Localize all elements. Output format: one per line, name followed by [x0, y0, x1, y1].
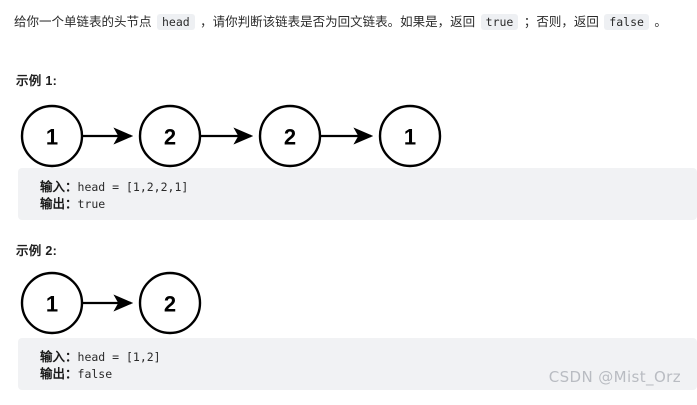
- node-value: 1: [46, 292, 58, 317]
- linked-list-diagram-1: 1 2 2 1: [0, 96, 697, 176]
- input-value: head = [1,2]: [77, 350, 161, 364]
- node-value: 1: [404, 125, 416, 150]
- problem-text-segment-4: ；否则，返回: [520, 15, 603, 29]
- input-label: 输入：: [40, 350, 78, 364]
- linked-list-node: 2: [138, 104, 202, 168]
- linked-list-svg-2: 1 2: [20, 271, 202, 335]
- example-1-io-panel: 输入：head = [1,2,2,1] 输出：true: [18, 168, 697, 220]
- example-2-input-line: 输入：head = [1,2]: [40, 349, 697, 366]
- inline-code-false: false: [604, 14, 649, 30]
- linked-list-node: 2: [258, 104, 322, 168]
- linked-list-node: 1: [20, 271, 84, 335]
- problem-text-segment-2: ，请你判断该链表是否为回文链表。如果是，返回: [196, 15, 479, 29]
- output-label: 输出：: [40, 367, 78, 381]
- linked-list-node: 2: [138, 271, 202, 335]
- output-value: false: [77, 367, 113, 381]
- problem-text-segment-6: 。: [650, 15, 667, 29]
- linked-list-node: 1: [378, 104, 442, 168]
- node-value: 2: [284, 125, 296, 150]
- linked-list-svg-1: 1 2 2 1: [20, 104, 442, 168]
- example-2-output-line: 输出：false: [40, 366, 697, 383]
- input-label: 输入：: [40, 180, 78, 194]
- csdn-watermark: CSDN @Mist_Orz: [548, 368, 681, 386]
- node-value: 2: [164, 125, 176, 150]
- linked-list-diagram-2: 1 2: [0, 263, 697, 343]
- example-1-heading: 示例 1:: [16, 74, 58, 88]
- node-value: 1: [46, 125, 58, 150]
- input-value: head = [1,2,2,1]: [77, 180, 189, 194]
- output-label: 输出：: [40, 197, 78, 211]
- example-1-output-line: 输出：true: [40, 196, 697, 213]
- example-2-io-panel: 输入：head = [1,2] 输出：false: [18, 338, 697, 390]
- example-2-heading: 示例 2:: [16, 244, 58, 258]
- inline-code-true: true: [480, 14, 519, 30]
- output-value: true: [77, 197, 106, 211]
- inline-code-head: head: [156, 14, 195, 30]
- problem-text-segment-0: 给你一个单链表的头节点: [14, 15, 155, 29]
- linked-list-node: 1: [20, 104, 84, 168]
- node-value: 2: [164, 292, 176, 317]
- problem-statement: 给你一个单链表的头节点 head ，请你判断该链表是否为回文链表。如果是，返回 …: [14, 12, 686, 32]
- example-1-input-line: 输入：head = [1,2,2,1]: [40, 179, 697, 196]
